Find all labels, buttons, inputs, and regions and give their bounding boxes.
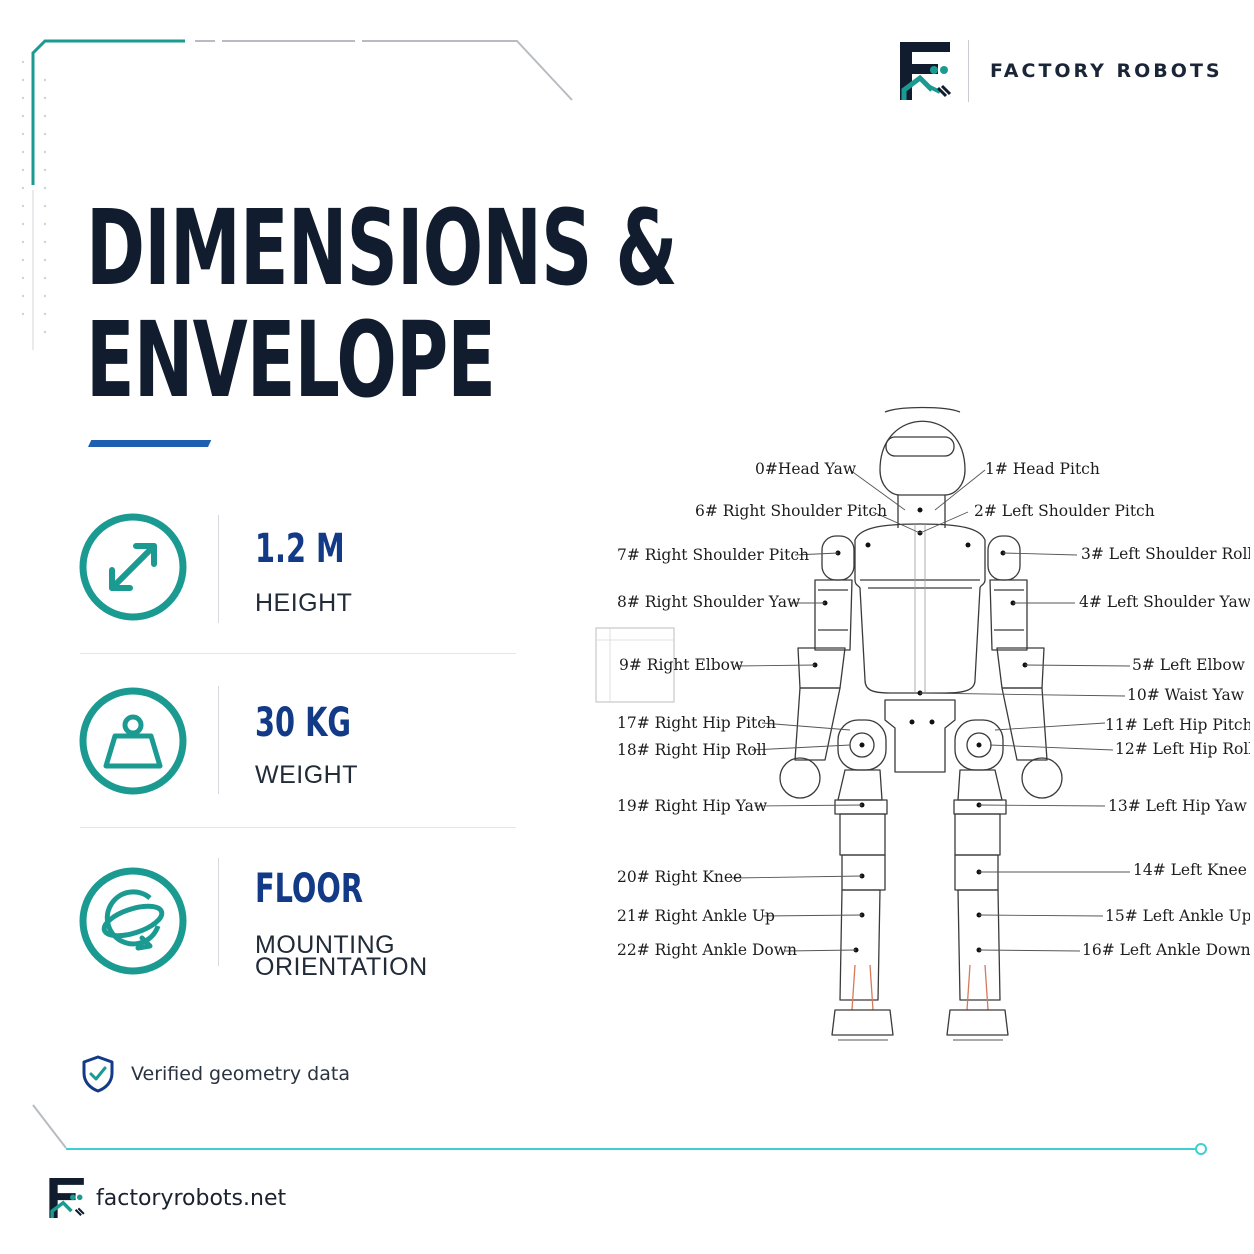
rotation-orbit-icon bbox=[79, 867, 187, 975]
weight-icon bbox=[79, 687, 187, 795]
verified-text: Verified geometry data bbox=[131, 1063, 350, 1085]
joint-label: 9# Right Elbow bbox=[619, 656, 744, 674]
joint-label: 15# Left Ankle Up bbox=[1105, 907, 1250, 925]
joint-label: 11# Left Hip Pitch bbox=[1105, 716, 1250, 734]
joint-label: 5# Left Elbow bbox=[1132, 656, 1246, 674]
brand-header: FACTORY ROBOTS bbox=[898, 40, 1223, 102]
labels-left: 0#Head Yaw 6# Right Shoulder Pitch 7# Ri… bbox=[617, 460, 887, 959]
leader-lines bbox=[731, 469, 1131, 952]
shield-check-icon bbox=[82, 1055, 114, 1093]
joint-label: 7# Right Shoulder Pitch bbox=[617, 546, 809, 564]
joint-label: 22# Right Ankle Down bbox=[617, 941, 797, 959]
joint-label: 14# Left Knee bbox=[1133, 861, 1247, 879]
joint-label: 8# Right Shoulder Yaw bbox=[617, 593, 801, 611]
spec-weight: 30 KG WEIGHT bbox=[78, 686, 518, 801]
joint-label: 21# Right Ankle Up bbox=[617, 907, 775, 925]
spec-divider bbox=[218, 858, 219, 966]
labels-right: 1# Head Pitch 2# Left Shoulder Pitch 3# … bbox=[974, 460, 1250, 959]
footer-rule-end-dot bbox=[1195, 1143, 1207, 1155]
joint-label: 1# Head Pitch bbox=[985, 460, 1100, 478]
joint-label: 12# Left Hip Roll bbox=[1115, 740, 1250, 758]
spec-separator bbox=[80, 827, 516, 828]
page-title: DIMENSIONS & ENVELOPE bbox=[86, 187, 678, 421]
joint-label: 18# Right Hip Roll bbox=[617, 741, 767, 759]
joint-label: 17# Right Hip Pitch bbox=[617, 714, 776, 732]
footer-website[interactable]: factoryrobots.net bbox=[48, 1176, 286, 1220]
spec-divider bbox=[218, 515, 219, 623]
verified-badge: Verified geometry data bbox=[80, 1054, 350, 1094]
spec-divider bbox=[218, 686, 219, 794]
spec-label-weight: WEIGHT bbox=[255, 761, 358, 789]
joint-label: 19# Right Hip Yaw bbox=[617, 797, 768, 815]
spec-value-weight: 30 KG bbox=[255, 700, 352, 746]
footer-website-link[interactable]: factoryrobots.net bbox=[96, 1185, 287, 1211]
spec-label-mounting-line-1: MOUNTING bbox=[255, 931, 396, 959]
spec-value-height: 1.2 M bbox=[255, 526, 345, 572]
joint-label: 4# Left Shoulder Yaw bbox=[1079, 593, 1250, 611]
joint-label: 13# Left Hip Yaw bbox=[1108, 797, 1248, 815]
brand-name: FACTORY ROBOTS bbox=[990, 60, 1223, 82]
factory-robots-logo-icon bbox=[49, 1178, 85, 1218]
joint-label: 3# Left Shoulder Roll bbox=[1081, 545, 1250, 563]
joint-label: 20# Right Knee bbox=[617, 868, 742, 886]
joint-label: 16# Left Ankle Down bbox=[1082, 941, 1250, 959]
page-title-line-2: ENVELOPE bbox=[86, 299, 496, 421]
brand-divider bbox=[968, 40, 969, 102]
joint-label: 0#Head Yaw bbox=[755, 460, 857, 478]
spec-mounting: FLOOR MOUNTING ORIENTATION bbox=[78, 858, 518, 988]
joint-label: 2# Left Shoulder Pitch bbox=[974, 502, 1155, 520]
title-underline bbox=[88, 440, 212, 447]
spec-height: 1.2 M HEIGHT bbox=[78, 512, 518, 627]
joint-label: 10# Waist Yaw bbox=[1127, 686, 1245, 704]
spec-separator bbox=[80, 653, 516, 654]
spec-label-height: HEIGHT bbox=[255, 589, 353, 617]
spec-value-mounting: FLOOR bbox=[255, 866, 363, 912]
page-title-line-1: DIMENSIONS & bbox=[86, 187, 678, 309]
expand-arrows-icon bbox=[79, 513, 187, 621]
factory-robots-logo-icon bbox=[900, 42, 952, 100]
robot-joint-diagram: 0#Head Yaw 6# Right Shoulder Pitch 7# Ri… bbox=[595, 406, 1250, 1041]
spec-label-mounting-line-2: ORIENTATION bbox=[255, 953, 428, 981]
footer-rule bbox=[66, 1148, 1196, 1150]
robot-drawing bbox=[595, 406, 1063, 1041]
joint-label: 6# Right Shoulder Pitch bbox=[695, 502, 887, 520]
